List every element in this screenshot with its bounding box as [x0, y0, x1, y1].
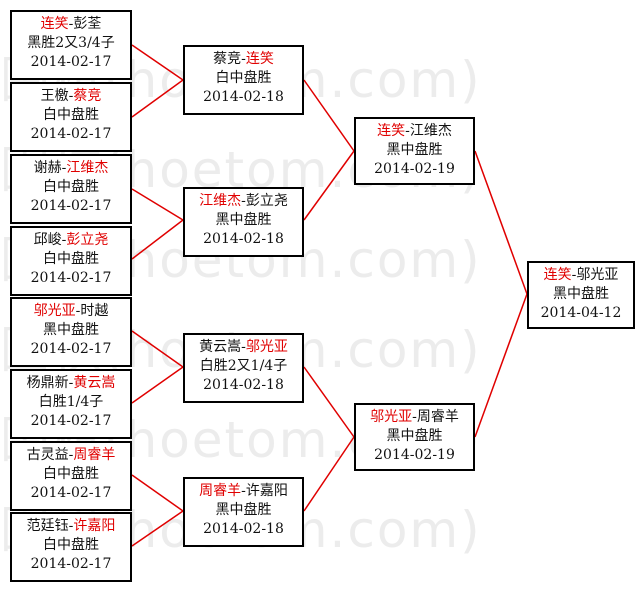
match-box: 黄云嵩-邬光亚 白胜2又1/4子 2014-02-18 — [183, 333, 304, 403]
player-name: 许嘉阳 — [245, 483, 288, 499]
match-box: 连笑-邬光亚 黑中盘胜 2014-04-12 — [527, 261, 635, 329]
player-name: 时越 — [80, 303, 109, 319]
player-name: 邬光亚 — [576, 267, 619, 283]
match-box: 连笑-江维杰 黑中盘胜 2014-02-19 — [354, 117, 475, 185]
match-result: 黑中盘胜 — [43, 322, 99, 338]
match-result: 白中盘胜 — [43, 251, 99, 267]
match-result: 白中盘胜 — [43, 107, 99, 123]
match-box: 谢赫-江维杰 白中盘胜 2014-02-17 — [10, 154, 132, 224]
match-players: 古灵益-周睿羊 — [26, 447, 116, 463]
match-date: 2014-02-18 — [203, 231, 284, 247]
match-date: 2014-02-19 — [374, 447, 455, 463]
match-date: 2014-02-17 — [30, 485, 112, 501]
player-name: 周睿羊 — [416, 409, 459, 425]
match-date: 2014-02-17 — [30, 556, 112, 572]
player-name: 邬光亚 — [33, 303, 76, 319]
match-players: 邬光亚-周睿羊 — [370, 409, 459, 425]
player-name: 古灵益 — [26, 447, 69, 463]
player-name: 黄云嵩 — [73, 375, 116, 391]
match-result: 白胜1/4子 — [38, 394, 104, 410]
player-name: 许嘉阳 — [73, 518, 116, 534]
match-date: 2014-02-17 — [30, 270, 112, 286]
match-players: 连笑-邬光亚 — [543, 267, 619, 283]
player-name: 杨鼎新 — [26, 375, 69, 391]
player-name: 范廷钰 — [26, 518, 69, 534]
match-date: 2014-02-17 — [30, 341, 112, 357]
match-box: 邬光亚-时越 黑中盘胜 2014-02-17 — [10, 297, 132, 367]
player-name: 江维杰 — [199, 193, 242, 209]
player-name: 王檄 — [40, 88, 69, 104]
match-players: 杨鼎新-黄云嵩 — [26, 375, 116, 391]
match-result: 黑胜2又3/4子 — [27, 35, 115, 51]
match-date: 2014-04-12 — [540, 305, 622, 321]
player-name: 连笑 — [40, 16, 69, 32]
match-box: 邱峻-彭立尧 白中盘胜 2014-02-17 — [10, 226, 132, 296]
match-box: 江维杰-彭立尧 黑中盘胜 2014-02-18 — [183, 187, 304, 257]
match-players: 邬光亚-时越 — [33, 303, 109, 319]
match-players: 王檄-蔡竞 — [40, 88, 102, 104]
player-name: 黄云嵩 — [199, 339, 242, 355]
match-players: 连笑-彭荃 — [40, 16, 102, 32]
match-result: 黑中盘胜 — [553, 286, 609, 302]
match-players: 范廷钰-许嘉阳 — [26, 518, 116, 534]
player-name: 邬光亚 — [245, 339, 288, 355]
match-result: 白中盘胜 — [43, 466, 99, 482]
match-box: 范廷钰-许嘉阳 白中盘胜 2014-02-17 — [10, 512, 132, 582]
player-name: 彭立尧 — [66, 232, 109, 248]
match-date: 2014-02-17 — [30, 54, 112, 70]
match-box: 连笑-彭荃 黑胜2又3/4子 2014-02-17 — [10, 10, 132, 80]
match-result: 白中盘胜 — [215, 70, 272, 86]
match-result: 黑中盘胜 — [215, 212, 272, 228]
player-name: 邱峻 — [33, 232, 62, 248]
match-players: 江维杰-彭立尧 — [199, 193, 288, 209]
match-players: 周睿羊-许嘉阳 — [199, 483, 288, 499]
player-name: 谢赫 — [33, 160, 62, 176]
match-players: 蔡竞-连笑 — [213, 51, 274, 67]
player-name: 蔡竞 — [73, 88, 102, 104]
match-box: 古灵益-周睿羊 白中盘胜 2014-02-17 — [10, 441, 132, 511]
match-box: 邬光亚-周睿羊 黑中盘胜 2014-02-19 — [354, 403, 475, 471]
player-name: 蔡竞 — [213, 51, 242, 67]
match-players: 邱峻-彭立尧 — [33, 232, 109, 248]
match-result: 白胜2又1/4子 — [199, 358, 288, 374]
player-name: 彭荃 — [73, 16, 102, 32]
match-box: 周睿羊-许嘉阳 黑中盘胜 2014-02-18 — [183, 477, 304, 547]
match-result: 白中盘胜 — [43, 179, 99, 195]
player-name: 连笑 — [543, 267, 572, 283]
player-name: 连笑 — [245, 51, 274, 67]
match-date: 2014-02-18 — [203, 521, 284, 537]
match-date: 2014-02-17 — [30, 126, 112, 142]
match-result: 黑中盘胜 — [386, 428, 443, 444]
player-name: 周睿羊 — [199, 483, 242, 499]
match-result: 黑中盘胜 — [386, 142, 443, 158]
match-date: 2014-02-19 — [374, 161, 455, 177]
match-result: 白中盘胜 — [43, 537, 99, 553]
match-date: 2014-02-17 — [30, 413, 112, 429]
match-box: 蔡竞-连笑 白中盘胜 2014-02-18 — [183, 45, 304, 115]
player-name: 江维杰 — [409, 123, 452, 139]
player-name: 连笑 — [377, 123, 406, 139]
match-players: 连笑-江维杰 — [377, 123, 452, 139]
player-name: 彭立尧 — [245, 193, 288, 209]
player-name: 江维杰 — [66, 160, 109, 176]
match-date: 2014-02-17 — [30, 198, 112, 214]
match-date: 2014-02-18 — [203, 89, 284, 105]
match-result: 黑中盘胜 — [215, 502, 272, 518]
match-box: 杨鼎新-黄云嵩 白胜1/4子 2014-02-17 — [10, 369, 132, 439]
match-players: 黄云嵩-邬光亚 — [199, 339, 288, 355]
match-players: 谢赫-江维杰 — [33, 160, 109, 176]
player-name: 周睿羊 — [73, 447, 116, 463]
match-box: 王檄-蔡竞 白中盘胜 2014-02-17 — [10, 82, 132, 152]
player-name: 邬光亚 — [370, 409, 413, 425]
match-date: 2014-02-18 — [203, 377, 284, 393]
